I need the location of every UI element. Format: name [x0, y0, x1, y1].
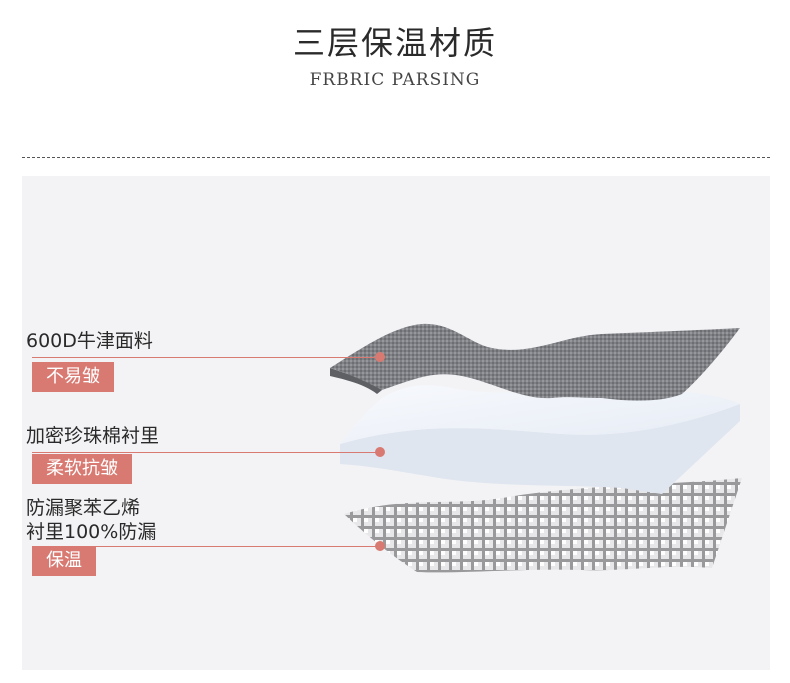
layer-3-leader-line	[32, 546, 380, 547]
fabric-layer	[330, 323, 740, 401]
layer-1-leader-line	[32, 357, 380, 358]
layer-2-name: 加密珍珠棉衬里	[26, 425, 160, 447]
layer-2-marker	[375, 447, 385, 457]
foam-layer	[340, 385, 740, 494]
material-panel: 600D牛津面料 不易皱 加密珍珠棉衬里 柔软抗皱 防漏聚苯乙烯 衬里100%防…	[22, 176, 770, 670]
layer-3-feature-badge: 保温	[32, 546, 96, 576]
layer-3-name-line-2: 衬里100%防漏	[26, 521, 157, 543]
dashed-divider	[22, 157, 770, 158]
layer-2-leader-line	[32, 452, 380, 453]
layer-illustration	[330, 323, 742, 573]
foil-layer	[344, 478, 742, 573]
page-subtitle: FRBRIC PARSING	[309, 70, 481, 90]
layer-1-marker	[375, 352, 385, 362]
layer-3-marker	[375, 541, 385, 551]
layer-1-feature-badge: 不易皱	[32, 362, 114, 392]
layer-2-feature-badge: 柔软抗皱	[32, 454, 132, 484]
layer-1-name: 600D牛津面料	[26, 330, 153, 352]
layer-3-name-line-1: 防漏聚苯乙烯	[26, 497, 141, 519]
page-title: 三层保温材质	[292, 24, 497, 62]
